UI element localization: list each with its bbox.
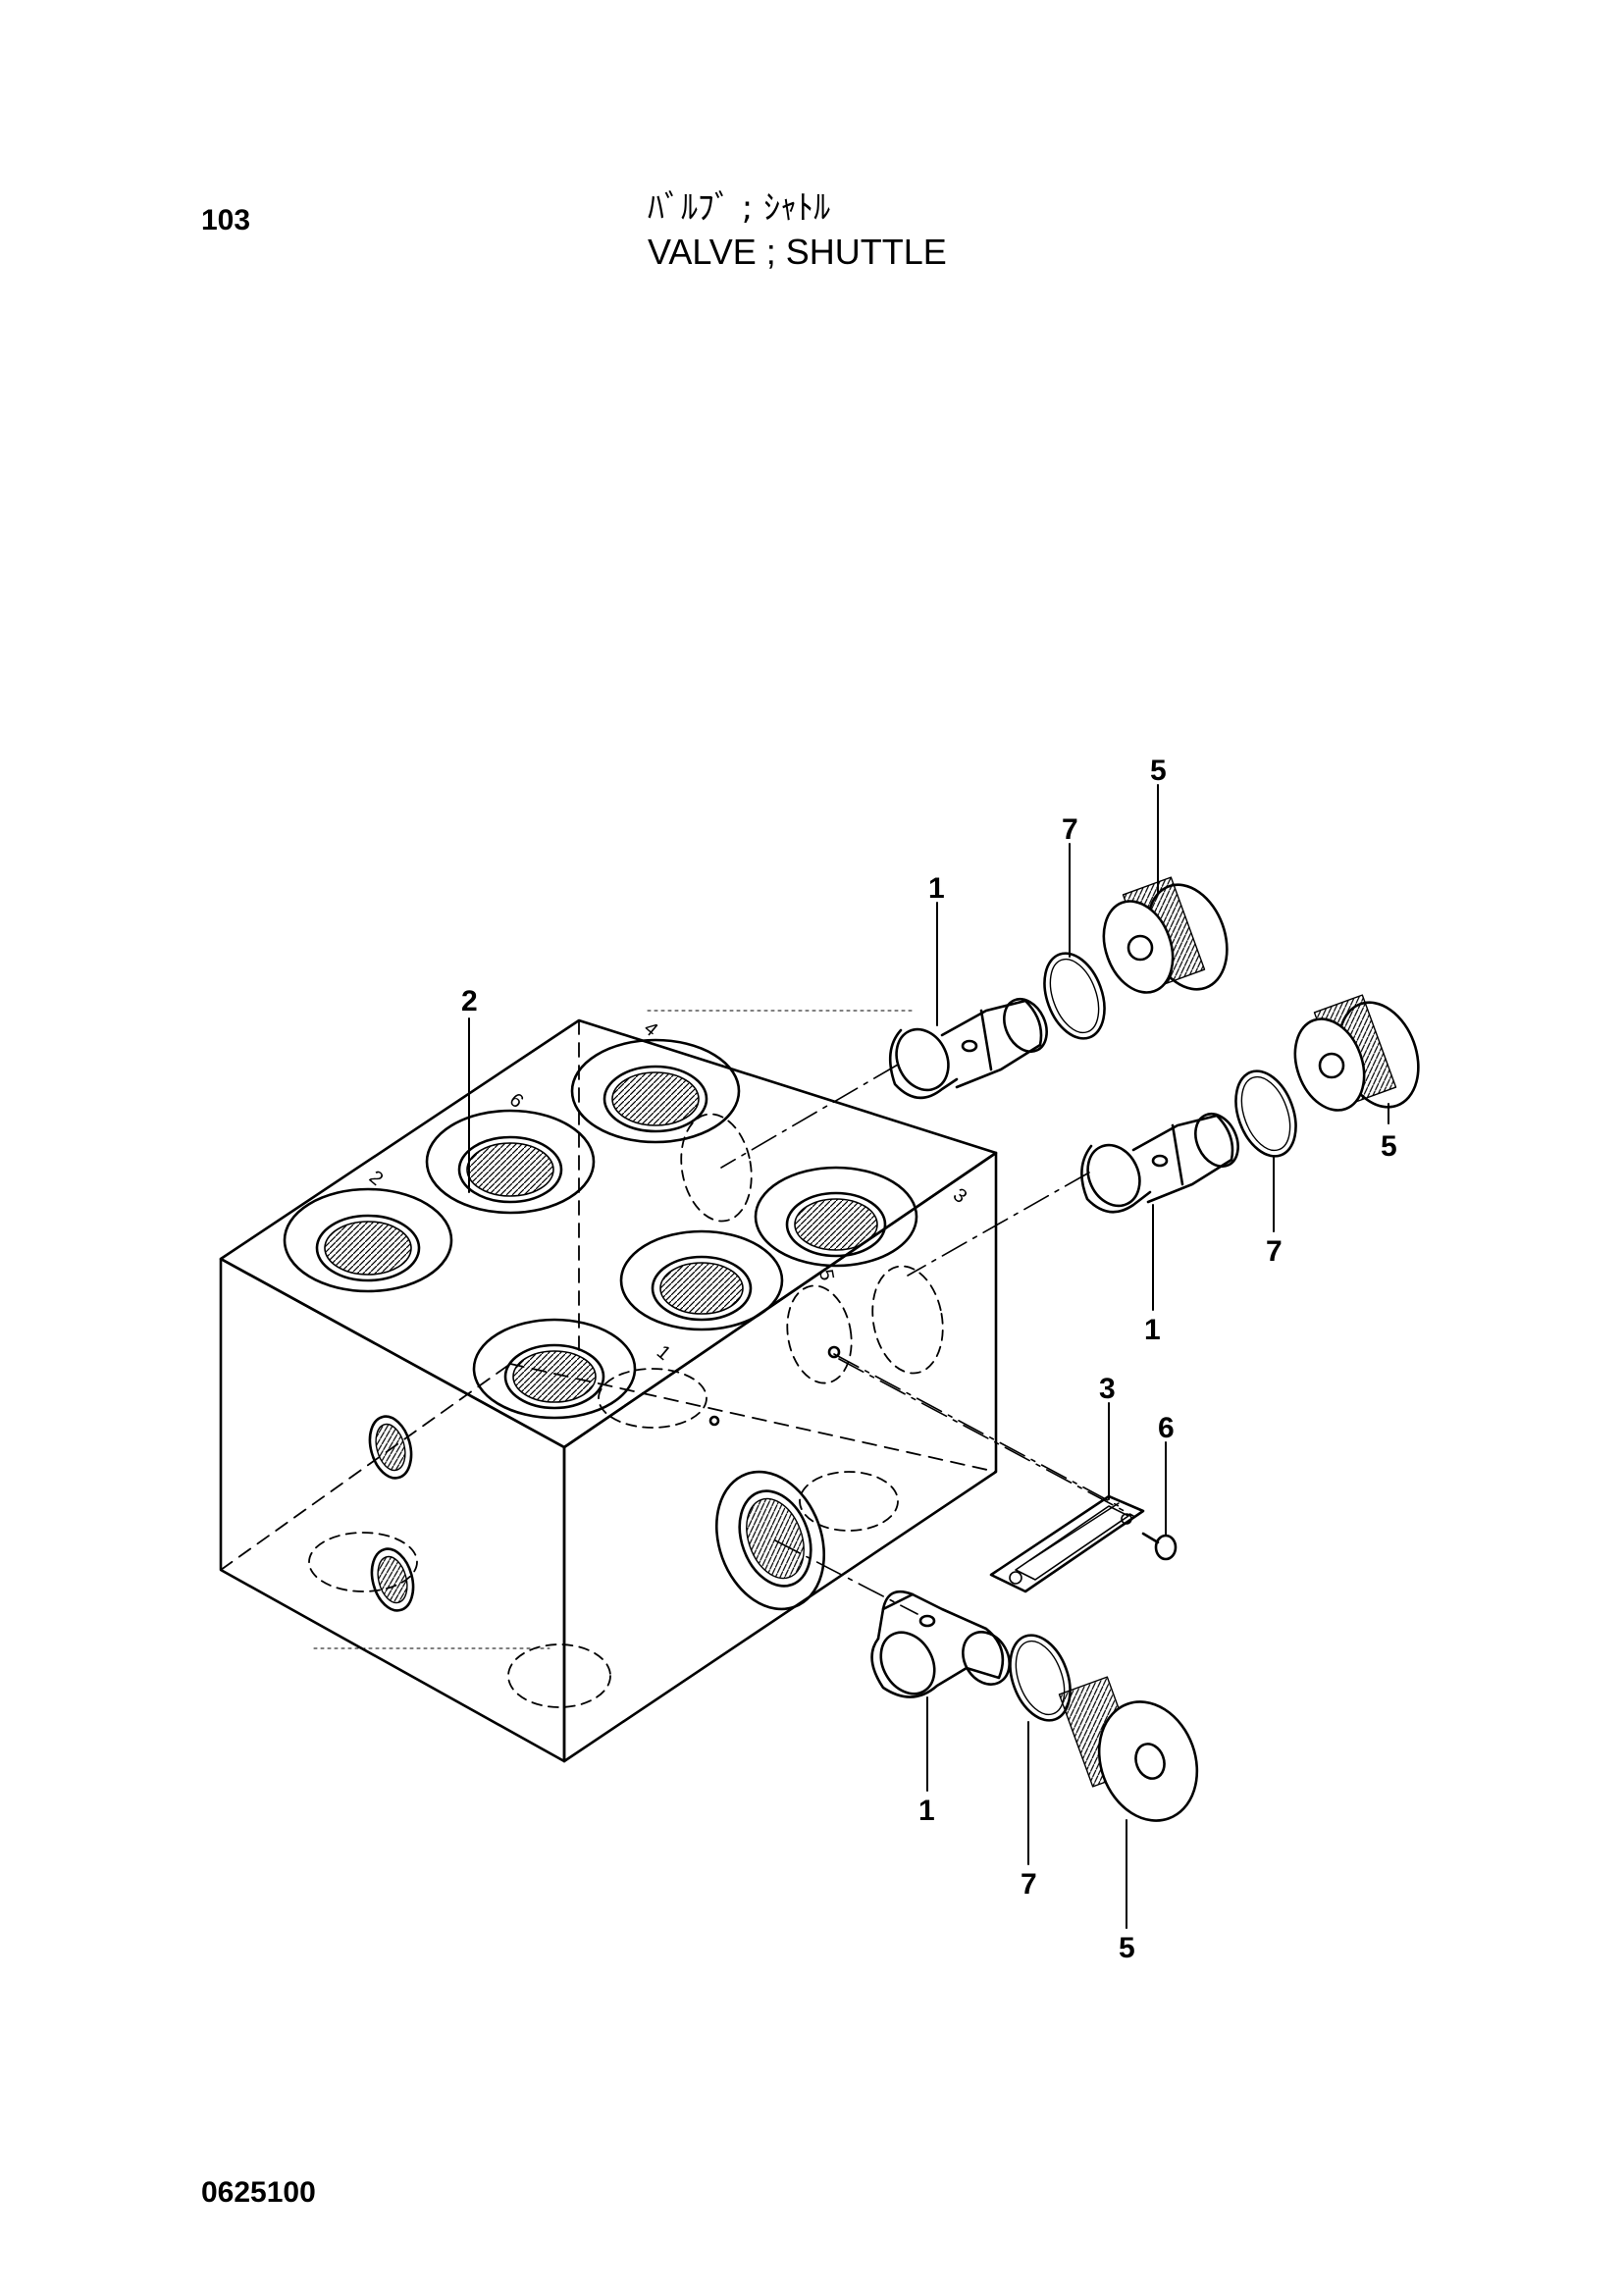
callout-1-middle: 1	[1144, 1314, 1161, 1346]
document-code: 0625100	[201, 2176, 316, 2209]
plug-upper	[1102, 876, 1229, 994]
leader-lines	[468, 784, 1389, 1929]
port-label-2: 2	[365, 1167, 388, 1190]
callout-5-lower: 5	[1119, 1932, 1135, 1964]
callout-6: 6	[1158, 1412, 1175, 1444]
port-label-6: 6	[505, 1089, 528, 1113]
shuttle-spool-1-upper	[888, 997, 1048, 1100]
assembly-center-lines	[720, 1064, 1134, 1615]
page-number: 103	[201, 204, 251, 236]
title-english: VALVE ; SHUTTLE	[648, 232, 947, 272]
top-ports	[283, 1038, 918, 1420]
port-label-5: 5	[814, 1268, 838, 1282]
shuttle-spool-1-middle	[1080, 1112, 1239, 1214]
o-rings	[1009, 952, 1297, 1722]
engraved-port-numbers: 4 6 2 3 5 1	[365, 1017, 971, 1365]
callout-1-lower: 1	[918, 1795, 935, 1827]
title-japanese: ﾊﾞﾙﾌﾞ ; ｼｬﾄﾙ	[648, 188, 831, 228]
hidden-bores	[308, 1113, 944, 1708]
drive-screw	[1141, 1532, 1178, 1561]
plug-lower	[1058, 1676, 1199, 1822]
callout-1-upper: 1	[928, 872, 945, 905]
callout-5-upper: 5	[1150, 755, 1167, 787]
side-ports	[368, 1345, 841, 1612]
port-label-3: 3	[949, 1184, 971, 1208]
port-label-1: 1	[653, 1341, 675, 1365]
name-plate	[989, 1494, 1145, 1593]
callout-7-middle: 7	[1266, 1235, 1283, 1268]
callout-labels: 2 1 7 5 5 7 1 3 6 1 7 5	[461, 755, 1397, 1964]
title-block: ﾊﾞﾙﾌﾞ ; ｼｬﾄﾙ VALVE ; SHUTTLE	[648, 186, 947, 275]
callout-7-lower: 7	[1021, 1868, 1037, 1901]
shuttle-spool-1-lower	[870, 1590, 1011, 1698]
callout-3: 3	[1099, 1373, 1116, 1405]
valve-block	[219, 1010, 998, 1763]
callout-2: 2	[461, 985, 478, 1017]
plug-middle	[1293, 994, 1420, 1112]
port-label-4: 4	[640, 1017, 662, 1041]
callout-7-upper: 7	[1062, 813, 1078, 846]
callout-5-middle: 5	[1381, 1130, 1397, 1163]
